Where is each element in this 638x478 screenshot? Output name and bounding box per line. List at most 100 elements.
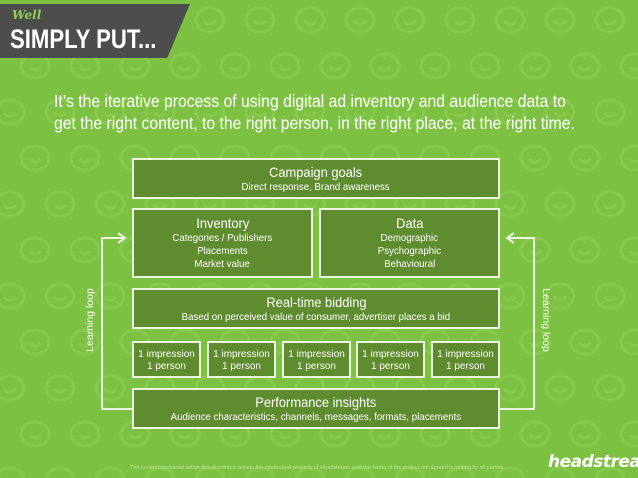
inventory-title: Inventory: [196, 215, 249, 231]
arrow-right-icon: [117, 232, 127, 244]
smile-icon: [502, 111, 518, 118]
impression-label: 1 impression: [288, 349, 345, 360]
bubble-icon: [344, 6, 376, 34]
bubble-icon: [544, 374, 576, 402]
smile-icon: [577, 249, 593, 256]
bubble-icon: [44, 374, 76, 402]
impression-box: 1 impression 1 person: [132, 341, 201, 378]
smile-icon: [227, 433, 243, 440]
smile-icon: [627, 65, 638, 72]
bubble-icon: [44, 466, 76, 478]
title-banner: Well SIMPLY PUT...: [0, 4, 190, 58]
campaign-goals-title: Campaign goals: [269, 164, 363, 180]
bubble-icon: [94, 98, 126, 126]
smile-icon: [2, 111, 18, 118]
smile-icon: [77, 433, 93, 440]
bubble-icon: [0, 190, 26, 218]
smile-icon: [52, 295, 68, 302]
impression-label: 1 impression: [213, 349, 270, 360]
smile-icon: [377, 65, 393, 72]
smile-icon: [127, 433, 143, 440]
bubble-icon: [69, 420, 101, 448]
bubble-icon: [619, 236, 638, 264]
smile-icon: [252, 19, 268, 26]
impression-label: 1 impression: [437, 349, 494, 360]
bubble-icon: [494, 466, 526, 478]
bubble-icon: [294, 98, 326, 126]
performance-insights-box: Performance insights Audience characteri…: [132, 388, 500, 429]
bubble-icon: [344, 466, 376, 478]
smile-icon: [602, 387, 618, 394]
inventory-box: Inventory Categories / Publishers Placem…: [132, 208, 313, 278]
banner-kicker: Well: [12, 8, 42, 22]
smile-icon: [377, 433, 393, 440]
smile-icon: [27, 65, 43, 72]
bubble-icon: [594, 6, 626, 34]
bubble-icon: [394, 6, 426, 34]
smile-icon: [552, 111, 568, 118]
smile-icon: [552, 203, 568, 210]
smile-icon: [152, 111, 168, 118]
inventory-line: Categories / Publishers: [172, 232, 273, 244]
smile-icon: [27, 433, 43, 440]
impression-person: 1 person: [147, 361, 186, 372]
smile-icon: [427, 65, 443, 72]
bubble-icon: [319, 52, 351, 80]
bubble-icon: [369, 52, 401, 80]
impression-person: 1 person: [371, 361, 410, 372]
bubble-icon: [69, 328, 101, 356]
bubble-icon: [419, 52, 451, 80]
impression-person: 1 person: [222, 361, 261, 372]
smile-icon: [527, 65, 543, 72]
smile-icon: [352, 111, 368, 118]
smile-icon: [27, 157, 43, 164]
smile-icon: [327, 433, 343, 440]
smile-icon: [27, 341, 43, 348]
data-line: Behavioural: [383, 258, 436, 270]
banner-title: SIMPLY PUT...: [10, 24, 157, 54]
smile-icon: [552, 19, 568, 26]
data-line: Demographic: [380, 232, 439, 244]
bubble-icon: [244, 6, 276, 34]
bubble-icon: [544, 190, 576, 218]
data-line: Psychographic: [377, 245, 442, 257]
tagline: It’s the iterative process of using digi…: [54, 90, 575, 134]
bubble-icon: [219, 52, 251, 80]
bubble-icon: [194, 98, 226, 126]
smile-icon: [2, 203, 18, 210]
bubble-icon: [0, 98, 26, 126]
learning-loop-left-label: Learning loop: [84, 288, 96, 352]
bubble-icon: [619, 144, 638, 172]
smile-icon: [402, 111, 418, 118]
bubble-icon: [94, 466, 126, 478]
bubble-icon: [544, 98, 576, 126]
smile-icon: [2, 295, 18, 302]
bubble-icon: [594, 282, 626, 310]
bubble-icon: [94, 282, 126, 310]
smile-icon: [102, 111, 118, 118]
bubble-icon: [169, 52, 201, 80]
bubble-icon: [519, 52, 551, 80]
bubble-icon: [144, 98, 176, 126]
impression-label: 1 impression: [362, 349, 419, 360]
bubble-icon: [569, 236, 601, 264]
bubble-icon: [494, 98, 526, 126]
smile-icon: [77, 157, 93, 164]
impression-box: 1 impression 1 person: [282, 341, 351, 378]
bubble-icon: [519, 420, 551, 448]
smile-icon: [52, 203, 68, 210]
bubble-icon: [544, 466, 576, 478]
smile-icon: [77, 65, 93, 72]
smile-icon: [477, 65, 493, 72]
learning-loop-right-label: Learning loop: [540, 288, 552, 352]
bubble-icon: [144, 466, 176, 478]
bubble-icon: [244, 466, 276, 478]
bubble-icon: [394, 98, 426, 126]
smile-icon: [502, 19, 518, 26]
bubble-icon: [294, 466, 326, 478]
smile-icon: [52, 111, 68, 118]
learning-loop-left-connector: [101, 232, 132, 410]
learning-loop-right-connector: [500, 232, 535, 410]
impression-person: 1 person: [446, 361, 485, 372]
bubble-icon: [0, 374, 26, 402]
